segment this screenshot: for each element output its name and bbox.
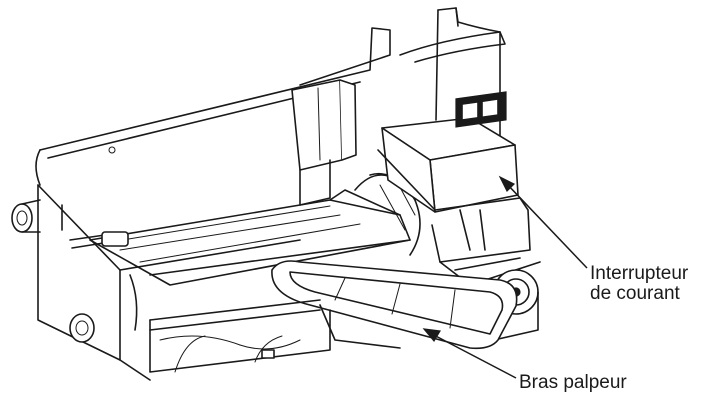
left-knob bbox=[11, 199, 41, 233]
feeler-arm bbox=[271, 260, 518, 350]
arm-leader-line bbox=[429, 332, 517, 379]
water-fill-cup bbox=[291, 79, 357, 206]
switch-leader-arrow bbox=[498, 175, 516, 193]
ice-mold-tray bbox=[89, 189, 411, 286]
power-switch-label: Interrupteur de courant bbox=[590, 264, 688, 304]
power-switch bbox=[455, 91, 507, 128]
switch-leader-line bbox=[504, 181, 588, 269]
power-switch-label-line2: de courant bbox=[590, 283, 680, 304]
feeler-arm-label: Bras palpeur bbox=[519, 372, 627, 393]
housing-base bbox=[149, 299, 331, 373]
ice-shield bbox=[399, 7, 506, 151]
control-box bbox=[377, 117, 541, 291]
power-switch-label-line1: Interrupteur bbox=[590, 263, 689, 284]
arm-leader-arrow bbox=[422, 328, 441, 343]
front-knob bbox=[69, 313, 95, 343]
leader-lines bbox=[422, 175, 588, 379]
